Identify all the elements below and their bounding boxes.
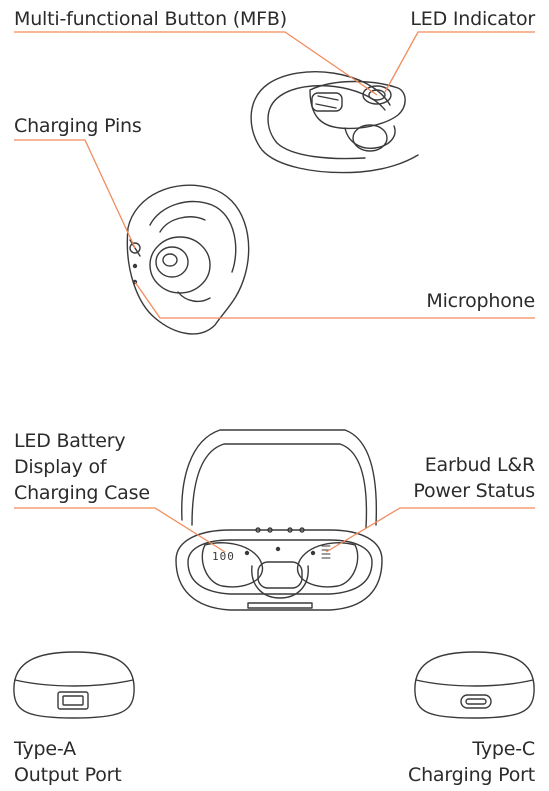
label-earbud-power: Earbud L&R Power Status bbox=[413, 452, 535, 504]
label-mfb: Multi-functional Button (MFB) bbox=[14, 8, 287, 30]
label-led-battery: LED Battery Display of Charging Case bbox=[14, 428, 150, 506]
label-type-c-line2: Charging Port bbox=[408, 764, 535, 786]
leader-led-indicator bbox=[384, 31, 535, 93]
label-type-c: Type-C Charging Port bbox=[408, 736, 535, 788]
case-display-digits: 100 bbox=[212, 550, 235, 563]
charging-case-open bbox=[175, 429, 383, 611]
leader-charging-pins bbox=[14, 139, 136, 249]
label-microphone: Microphone bbox=[426, 290, 535, 312]
label-type-a-line2: Output Port bbox=[14, 764, 122, 786]
leader-led-battery bbox=[14, 507, 226, 553]
leader-mfb bbox=[14, 31, 378, 96]
earbud-front-view bbox=[126, 184, 250, 335]
leader-microphone bbox=[134, 281, 535, 319]
case-type-a-port bbox=[13, 651, 135, 719]
label-earbud-power-line2: Power Status bbox=[413, 480, 535, 502]
label-earbud-power-line1: Earbud L&R bbox=[424, 454, 535, 476]
label-led-battery-line2: Display of bbox=[14, 456, 107, 478]
label-led-indicator: LED Indicator bbox=[410, 8, 535, 30]
case-type-c-port bbox=[414, 651, 535, 719]
label-led-battery-line1: LED Battery bbox=[14, 430, 126, 452]
earbud-side-view bbox=[250, 71, 419, 174]
label-led-battery-line3: Charging Case bbox=[14, 482, 150, 504]
label-type-c-line1: Type-C bbox=[472, 738, 535, 760]
label-charging-pins: Charging Pins bbox=[14, 115, 142, 137]
label-type-a-line1: Type-A bbox=[14, 738, 76, 760]
label-type-a: Type-A Output Port bbox=[14, 736, 122, 788]
leader-earbud-power bbox=[325, 507, 535, 553]
